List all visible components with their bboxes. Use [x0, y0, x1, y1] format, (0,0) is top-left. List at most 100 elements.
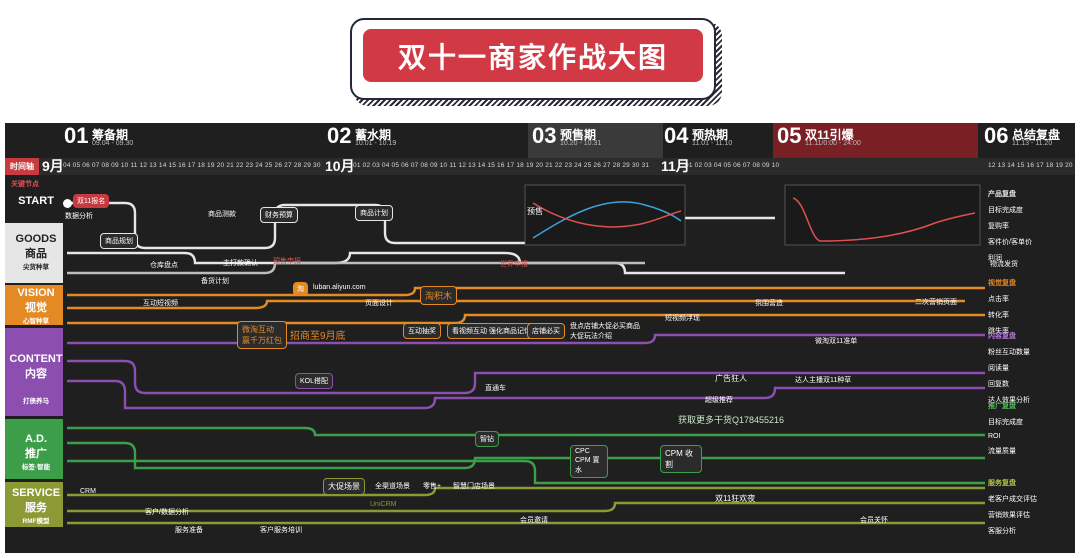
row-en: SERVICE: [11, 487, 61, 499]
row-goods: GOODS 商品 尖货种草: [7, 233, 65, 271]
review-item: 目标完成度: [988, 419, 1023, 426]
row-content: CONTENT 内容 打债养马: [7, 353, 65, 405]
flow-lines: [67, 184, 985, 525]
double11-plan: 微淘双11准单: [815, 338, 858, 345]
phase-date: 09.04 - 09.30: [92, 140, 134, 147]
review-item: 点击率: [988, 296, 1009, 303]
row-cn: 推广: [25, 448, 47, 460]
page-title: 双十一商家作战大图: [363, 29, 703, 82]
row-en: CONTENT: [9, 353, 63, 365]
service-train: 客户服务培训: [260, 527, 302, 534]
phase-02: 02 蓄水期 10.01 - 10.19: [323, 123, 533, 151]
days-nov: 01 02 03 04 05 06 07 08 09 10: [685, 162, 780, 169]
double11-night: 双11狂欢夜: [715, 494, 756, 503]
promo-shortvideo: 互动短视频: [143, 300, 178, 307]
main-item-confirm: 主打款确认: [223, 260, 258, 267]
review-item: 利润: [988, 255, 1002, 262]
smart-store: 智慧门店场景: [453, 483, 495, 490]
phase-04: 04 预热期 11.01 - 11.10: [660, 123, 775, 151]
review-item: 转化率: [988, 312, 1009, 319]
short-video-plan: 短视频浮现: [665, 315, 700, 322]
phase-name: 预售期: [560, 128, 597, 142]
days-sep: 04 05 06 07 08 09 10 11 12 13 14 15 16 1…: [63, 162, 321, 169]
customer-analysis: 客户/数据分析: [145, 509, 189, 516]
goods-review: 产品复盘 目标完成度 复购率 客件价/客单价 利润: [988, 189, 1070, 269]
super-recommend: 超级推荐: [705, 397, 733, 404]
month-nov: 11月: [661, 158, 690, 174]
review-title: 产品复盘: [988, 191, 1016, 198]
row-cn: 服务: [25, 502, 47, 514]
site-tag: 淘: [293, 282, 308, 296]
review-item: 流量质量: [988, 448, 1016, 455]
days-nov-late: 12 13 14 15 16 17 18 19 20: [988, 162, 1073, 169]
review-item: 营销效果评估: [988, 512, 1030, 519]
row-sub: 标签·智能: [21, 464, 51, 471]
month-oct: 10月: [325, 158, 355, 174]
days-oct: 01 02 03 04 05 06 07 08 09 10 11 12 13 1…: [353, 162, 650, 169]
review-item: 粉丝互动数量: [988, 349, 1030, 356]
ad-review: 推广复盘 目标完成度 ROI 流量质量: [988, 401, 1070, 462]
phase-05-bg: [773, 123, 978, 158]
timeline-label: 时间轴: [5, 158, 39, 175]
month-sep: 9月: [42, 158, 64, 174]
content-row-band: [5, 328, 63, 416]
logistics: 物流发货: [990, 261, 1018, 268]
interact: 互动抽奖: [403, 323, 441, 339]
row-sub: RMF模型: [22, 518, 50, 525]
phase-number: 03: [532, 123, 557, 148]
review-item: 回复数: [988, 381, 1009, 388]
review-item: 复购率: [988, 223, 1009, 230]
row-en: START: [18, 195, 54, 207]
phase-number: 04: [664, 123, 689, 148]
phase-name: 预热期: [692, 128, 729, 142]
influencer: 达人主播双11种草: [795, 377, 852, 384]
big-scene: 大促场景: [323, 478, 365, 495]
goods-row-band: [5, 223, 63, 283]
row-en: A.D.: [25, 433, 47, 445]
review-title: 服务复盘: [988, 480, 1016, 487]
phase-01: 01 筹备期 09.04 - 09.30: [60, 123, 330, 151]
row-ad: A.D. 推广 标签·智能: [7, 433, 65, 471]
start-signup: 双11报名: [73, 194, 110, 208]
review-item: 跳失率: [988, 328, 1009, 335]
site-url: luban.aliyun.com: [313, 284, 366, 291]
presale: 预售: [527, 207, 543, 216]
warehouse-count: 仓库盘点: [150, 262, 178, 269]
retail-plus: 零售+: [423, 483, 442, 490]
review-item: 老客户成交评估: [988, 496, 1037, 503]
phase-number: 05: [777, 123, 802, 148]
review-item: 达人效果分析: [988, 397, 1030, 404]
taocaimu: 淘积木: [420, 286, 458, 305]
phase-name: 总结复盘: [1012, 128, 1061, 142]
review-item: 客服分析: [988, 528, 1016, 535]
battle-map-board: 01 筹备期 09.04 - 09.30 02 蓄水期 10.01 - 10.1…: [5, 123, 1075, 553]
review-item: 阅读量: [988, 365, 1009, 372]
phase-name: 双11引爆: [805, 128, 854, 142]
unicrm: UniCRM: [370, 501, 397, 508]
phase-05: 05 双11引爆 11.11/0:00 - 24:00: [773, 123, 978, 151]
data-analysis: 数据分析: [65, 213, 93, 220]
phase-number: 01: [64, 123, 89, 148]
presale-apply: 预售申报: [273, 258, 301, 265]
cpc: CPC CPM 置水: [570, 445, 608, 478]
stock-plan: 备货计划: [201, 278, 229, 285]
phase-03: 03 预售期 10.20 - 10.31: [528, 123, 663, 151]
phase-06: 06 总结复盘 11.13 - 11.20: [980, 123, 1075, 151]
vision-review: 视觉复盘 点击率 转化率 跳失率: [988, 278, 1070, 342]
phase-date: 10.20 - 10.31: [560, 140, 602, 147]
review-item: 目标完成度: [988, 207, 1023, 214]
review-title: 视觉复盘: [988, 280, 1016, 287]
service-row-band: [5, 482, 63, 527]
row-sub: 心智种草: [23, 318, 49, 325]
phase-date: 11.11/0:00 - 24:00: [805, 140, 861, 147]
goods-plan: 商品规划: [100, 233, 138, 249]
recruit: 招商至9月底: [290, 331, 346, 342]
second-page: 二次营销页面: [915, 299, 957, 306]
all-scene: 全渠道场景: [375, 483, 410, 490]
phase-number: 06: [984, 123, 1009, 148]
financial-prep: 财务预算: [260, 207, 298, 223]
watermark: 获取更多干货Q178455216: [678, 415, 785, 425]
phase-date: 10.01 - 10.19: [355, 140, 397, 147]
start-ring: [63, 199, 72, 208]
zhizuan: 智钻: [475, 431, 499, 447]
